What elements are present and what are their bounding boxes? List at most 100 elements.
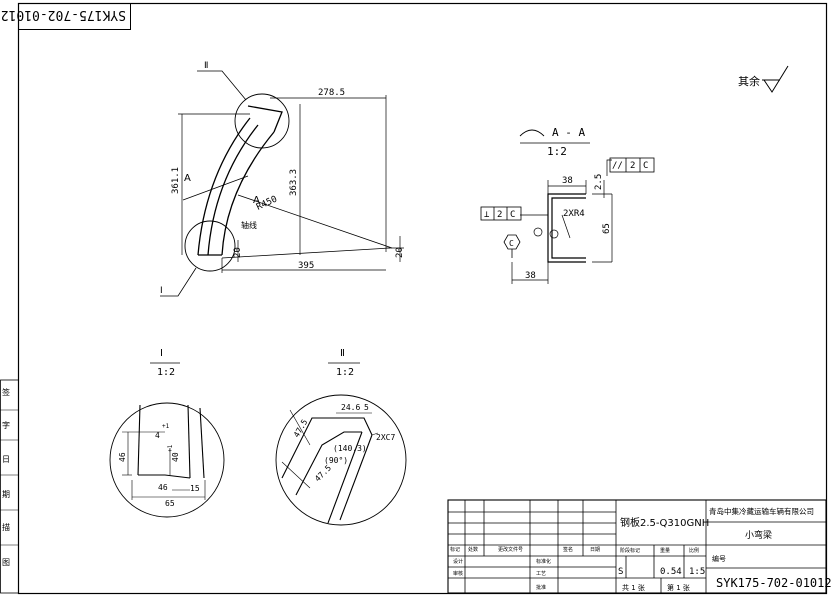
margin-label-6: 图 — [2, 558, 10, 567]
tol-left-0: ⊥ — [484, 210, 490, 220]
detail-ii-dim-6: 2XC7 — [376, 433, 395, 442]
detail-ii-dimension-lines — [281, 409, 379, 489]
roughness-symbol — [762, 65, 789, 93]
tb-material: 钢板2.5-Q310GNH — [620, 516, 709, 529]
detail-ii-circle — [275, 394, 407, 526]
title-block-grid — [447, 499, 827, 594]
detail-ii-dim-5: 47.5 — [313, 463, 333, 483]
section-title: A - A — [552, 126, 585, 139]
tolerance-frame-left — [480, 206, 522, 221]
tb-label-date: 日期 — [590, 547, 600, 553]
detail-i-dim-0: 4 — [155, 431, 160, 440]
rotated-number-box — [18, 3, 131, 30]
tol-right-1: 2 — [630, 161, 635, 171]
left-margin-labels: 签 字 日 期 描 图 — [2, 387, 10, 567]
datum-letter: C — [509, 239, 514, 248]
section-dim-bottom: 38 — [525, 271, 536, 281]
dim-width-top: 278.5 — [318, 88, 345, 98]
detail-i-dimension-lines — [122, 431, 206, 500]
margin-label-3: 日 — [2, 455, 10, 464]
tol-right-2: C — [643, 161, 648, 171]
section-dimension-lines — [511, 159, 613, 284]
tb-label-weight: 重量 — [660, 547, 670, 554]
detail-ii-scale: 1:2 — [336, 367, 354, 378]
tb-label-count: 处数 — [468, 546, 478, 553]
detail-i-dim-7: 46 — [158, 483, 168, 492]
axis-label: 轴线 — [241, 220, 257, 230]
detail-i-dim-2: 40 — [171, 452, 180, 462]
detail-ii-geometry — [281, 417, 373, 524]
tb-label-process: 工艺 — [536, 571, 546, 577]
callout-leaders — [160, 70, 393, 297]
tb-label-sign: 签名 — [563, 546, 573, 553]
tolerance-left-texts: ⊥ 2 C — [484, 210, 515, 220]
detail-ii-dim-3: (140.3) — [333, 444, 367, 453]
tol-left-2: C — [510, 210, 515, 220]
tb-label-approve: 批准 — [536, 584, 546, 591]
detail-i-dim-9: 65 — [165, 499, 175, 508]
tb-label-scale: 比例 — [689, 547, 699, 554]
tol-right-0: // — [612, 161, 623, 171]
tb-company: 青岛中集冷藏运输车辆有限公司 — [709, 506, 814, 516]
section-dimension-texts: 38 2.5 65 38 2XR4 — [525, 174, 612, 281]
tb-weight: 0.54 — [660, 567, 682, 577]
section-dim-height: 65 — [602, 223, 612, 234]
dim-height-inner: 363.3 — [289, 169, 299, 196]
callout-i: Ⅰ — [160, 286, 163, 296]
tb-label-mark: 标记 — [450, 546, 460, 553]
detail-i-dim-5: 46 — [118, 452, 127, 462]
tb-sheet-left: 共 1 张 — [622, 583, 645, 592]
tolerance-frame-right — [609, 157, 655, 173]
detail-i-scale: 1:2 — [157, 367, 175, 378]
drawing-border — [17, 2, 828, 595]
main-view-dimension-lines — [178, 95, 404, 273]
left-margin-lines — [0, 409, 18, 546]
detail-i-circle — [109, 402, 225, 518]
section-scale: 1:2 — [547, 145, 567, 158]
tb-label-file: 更改文件号 — [498, 546, 523, 553]
detail-i-title: Ⅰ — [160, 348, 163, 359]
tb-part-name: 小弯梁 — [745, 529, 772, 541]
tol-left-1: 2 — [497, 210, 502, 220]
detail-i-dim-10: 15 — [190, 484, 200, 493]
roughness-note: 其余 — [738, 74, 760, 88]
margin-label-1: 签 — [2, 387, 10, 397]
dim-width-bottom: 395 — [298, 261, 314, 271]
margin-label-2: 字 — [2, 420, 10, 430]
dim-small-left: 20 — [233, 247, 243, 258]
tb-sheet-right: 第 1 张 — [667, 583, 690, 592]
detail-i-dim-3: +1 — [167, 444, 174, 452]
tb-label-design: 设计 — [453, 558, 463, 565]
section-radius-note: 2XR4 — [563, 209, 585, 219]
section-mark-a-right: A — [253, 195, 260, 206]
section-dim-top: 38 — [562, 176, 573, 186]
detail-i-dim-1: +1 — [162, 423, 170, 430]
title-block-labels: 标记 处数 更改文件号 签名 日期 设计 审核 标准化 工艺 批准 阶段标记 重… — [450, 546, 699, 591]
margin-label-5: 描 — [2, 522, 10, 532]
detail-ii-title: Ⅱ — [340, 348, 345, 359]
section-mark-a-left: A — [184, 173, 191, 184]
detail-i-geometry — [137, 404, 205, 479]
detail-circle-ii — [234, 93, 290, 149]
rotated-drawing-number: SYK175-702-01012 — [1, 7, 126, 22]
dim-small-right: 20 — [395, 247, 405, 258]
tb-scale: 1:5 — [689, 567, 705, 577]
tb-code-label: 编号 — [712, 554, 726, 563]
detail-ii-dim-4: (90°) — [324, 456, 348, 465]
tb-stage: S — [618, 567, 623, 577]
detail-ii-dimension-texts: 24.6 5 47.5 (140.3) (90°) 47.5 2XC7 — [292, 403, 396, 483]
section-profile — [547, 193, 586, 263]
detail-ii-dim-1: 5 — [364, 403, 369, 412]
tb-label-stage: 阶段标记 — [620, 547, 640, 554]
tb-label-standard: 标准化 — [536, 558, 551, 565]
section-view-arrow — [519, 129, 545, 137]
tb-label-check: 审核 — [453, 570, 463, 577]
datum-hexagon — [503, 234, 521, 250]
detail-circle-i — [184, 220, 236, 272]
detail-ii-dim-0: 24.6 — [341, 403, 360, 412]
left-margin-strip — [0, 379, 19, 594]
section-dim-top-right: 2.5 — [594, 174, 604, 190]
dim-height-left: 361.1 — [171, 167, 181, 194]
tb-drawing-number: SYK175-702-01012 — [716, 576, 831, 590]
